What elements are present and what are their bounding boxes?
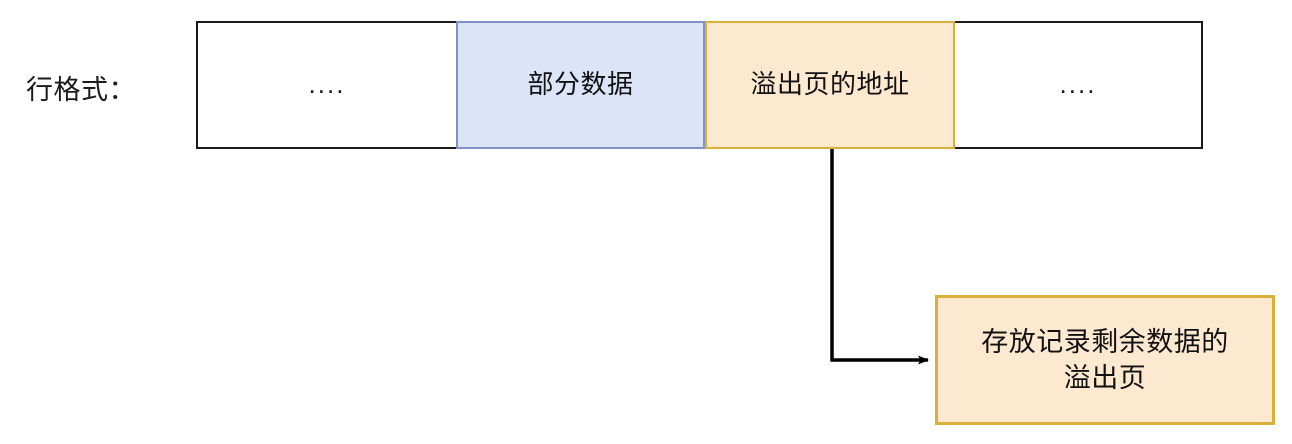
row-format-label: 行格式： <box>26 75 136 105</box>
row-cell-partial-data: 部分数据 <box>456 21 705 149</box>
row-cell-overflow-pointer: 溢出页的地址 <box>705 21 955 149</box>
row-format-table: .... 部分数据 溢出页的地址 .... <box>196 21 1203 149</box>
connector-line <box>830 149 929 365</box>
overflow-page-line2: 溢出页 <box>1063 363 1147 393</box>
row-cell-leading-ellipsis: .... <box>196 21 456 149</box>
overflow-page-text: 存放记录剩余数据的 溢出页 <box>981 324 1229 396</box>
overflow-pointer-text: 溢出页的地址 <box>750 69 910 100</box>
overflow-page-box: 存放记录剩余数据的 溢出页 <box>935 295 1275 425</box>
partial-data-text: 部分数据 <box>527 69 634 100</box>
row-cell-trailing-ellipsis: .... <box>955 21 1203 149</box>
overflow-page-line1: 存放记录剩余数据的 <box>981 327 1229 357</box>
leading-ellipsis-text: .... <box>308 69 346 100</box>
trailing-ellipsis-text: .... <box>1059 69 1097 100</box>
